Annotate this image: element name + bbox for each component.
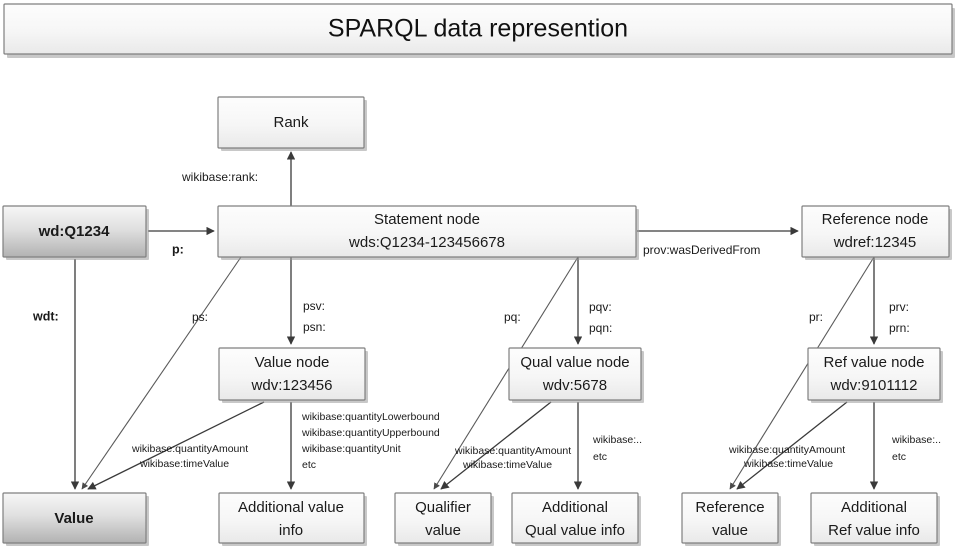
note-ref-etc: etc — [892, 451, 906, 463]
note-value-time-value: wikibase:timeValue — [139, 458, 229, 470]
node-reference[interactable]: Reference node wdref:12345 — [801, 205, 952, 260]
node-entity-label: wd:Q1234 — [38, 223, 111, 240]
node-additional-qual-value-info-line2: Qual value info — [525, 522, 625, 539]
edge-ps-line — [81, 256, 242, 490]
node-reference-value[interactable]: Reference value — [681, 492, 781, 546]
note-value-quantity-lowerbound: wikibase:quantityLowerbound — [301, 411, 440, 423]
node-additional-value-info-line2: info — [279, 522, 303, 539]
node-additional-ref-value-info[interactable]: Additional Ref value info — [810, 492, 940, 546]
page-title: SPARQL data represention — [328, 15, 628, 43]
node-additional-value-info-line1: Additional value — [238, 499, 344, 516]
node-rank[interactable]: Rank — [217, 96, 367, 151]
property-notes: wikibase:quantityAmount wikibase:timeVal… — [131, 411, 941, 471]
edge-label-wdt: wdt: — [32, 309, 59, 323]
note-qual-quantity-amount: wikibase:quantityAmount — [454, 445, 571, 457]
node-qualifier-value-line1: Qualifier — [415, 499, 471, 516]
edge-pr-line — [729, 256, 875, 490]
node-value-node-label-line1: Value node — [255, 354, 330, 371]
node-qual-value-node-label-line1: Qual value node — [520, 354, 629, 371]
edge-label-prn: prn: — [889, 321, 910, 335]
node-additional-value-info[interactable]: Additional value info — [218, 492, 367, 546]
node-reference-label-line1: Reference node — [822, 211, 929, 228]
note-value-quantity-upperbound: wikibase:quantityUpperbound — [301, 427, 440, 439]
edge-labels: p: wdt: wikibase:rank: prov:wasDerivedFr… — [32, 170, 910, 335]
edge-label-pqv: pqv: — [589, 300, 612, 314]
edge-label-psv: psv: — [303, 299, 325, 313]
edge-qual-node-to-qualifier-value-line — [440, 401, 552, 490]
node-ref-value-node[interactable]: Ref value node wdv:9101112 — [807, 347, 943, 403]
node-statement[interactable]: Statement node wds:Q1234-123456678 — [217, 205, 639, 260]
node-additional-ref-value-info-line1: Additional — [841, 499, 907, 516]
node-value-label: Value — [54, 510, 93, 527]
edge-label-pr: pr: — [809, 310, 823, 324]
note-ref-time-value: wikibase:timeValue — [743, 458, 833, 470]
node-qualifier-value-line2: value — [425, 522, 461, 539]
node-statement-label-line2: wds:Q1234-123456678 — [348, 234, 505, 251]
note-ref-wikibase-ellipsis: wikibase:.. — [891, 434, 941, 446]
edge-label-wikibase-rank: wikibase:rank: — [181, 170, 258, 184]
node-reference-value-line2: value — [712, 522, 748, 539]
edge-value-node-to-value-line — [87, 401, 265, 490]
node-ref-value-node-label-line1: Ref value node — [824, 354, 925, 371]
edge-label-p: p: — [172, 242, 184, 256]
node-qual-value-node[interactable]: Qual value node wdv:5678 — [508, 347, 644, 403]
node-ref-value-node-label-line2: wdv:9101112 — [829, 377, 917, 394]
note-qual-wikibase-ellipsis: wikibase:.. — [592, 434, 642, 446]
node-additional-qual-value-info[interactable]: Additional Qual value info — [511, 492, 641, 546]
note-qual-etc: etc — [593, 451, 607, 463]
node-additional-qual-value-info-line1: Additional — [542, 499, 608, 516]
connectors — [70, 151, 879, 490]
note-value-etc: etc — [302, 459, 316, 471]
node-reference-value-line1: Reference — [695, 499, 764, 516]
note-ref-quantity-amount: wikibase:quantityAmount — [728, 444, 845, 456]
node-reference-label-line2: wdref:12345 — [833, 234, 917, 251]
edge-pq-line — [433, 256, 579, 490]
edge-label-pq: pq: — [504, 310, 521, 324]
edge-ref-node-to-reference-value-line — [736, 401, 848, 490]
note-value-quantity-amount: wikibase:quantityAmount — [131, 443, 248, 455]
edge-label-pqn: pqn: — [589, 321, 612, 335]
edge-label-prv: prv: — [889, 300, 909, 314]
node-value-node[interactable]: Value node wdv:123456 — [218, 347, 368, 403]
node-value[interactable]: Value — [2, 492, 149, 546]
node-value-node-label-line2: wdv:123456 — [251, 377, 333, 394]
note-value-quantity-unit: wikibase:quantityUnit — [301, 443, 401, 455]
node-qual-value-node-label-line2: wdv:5678 — [542, 377, 607, 394]
node-statement-label-line1: Statement node — [374, 211, 480, 228]
node-qualifier-value[interactable]: Qualifier value — [394, 492, 494, 546]
edge-label-psn: psn: — [303, 320, 326, 334]
node-entity[interactable]: wd:Q1234 — [2, 205, 149, 260]
node-rank-label: Rank — [273, 114, 309, 131]
edge-label-ps: ps: — [192, 310, 208, 324]
node-additional-ref-value-info-line2: Ref value info — [828, 522, 920, 539]
title-bar: SPARQL data represention — [3, 3, 955, 58]
note-qual-time-value: wikibase:timeValue — [462, 459, 552, 471]
edge-label-prov-wasderivedfrom: prov:wasDerivedFrom — [643, 243, 760, 257]
